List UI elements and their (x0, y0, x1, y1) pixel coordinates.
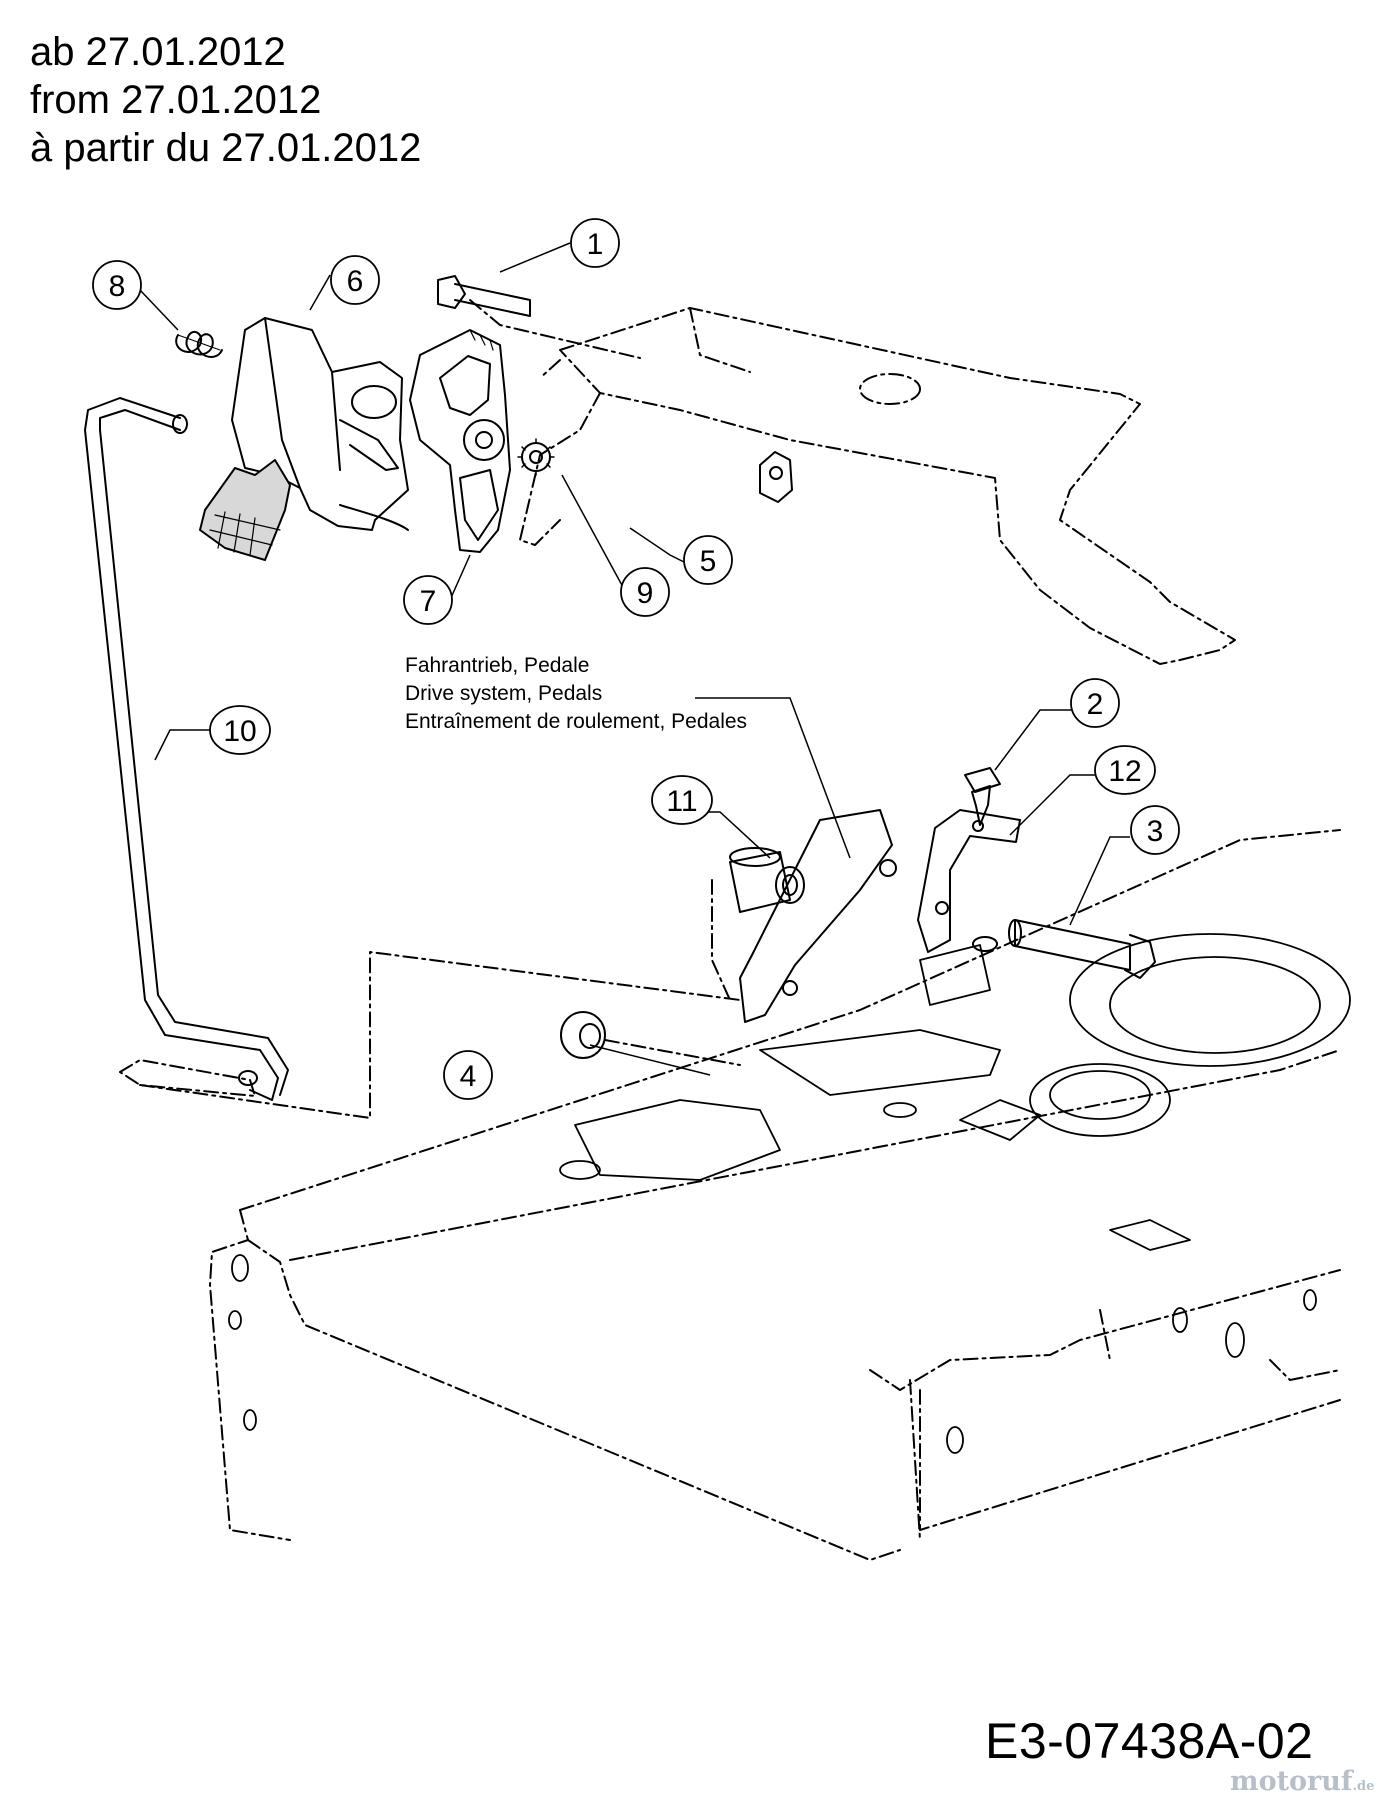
assembly-line-ghost (139, 951, 741, 1119)
small-washer (972, 936, 998, 952)
part-bolt-2 (964, 767, 1001, 826)
part-washer-4 (560, 1011, 741, 1066)
part-bolt-1 (437, 275, 641, 359)
part-gear-9 (517, 438, 555, 476)
part-sleeve-11 (711, 847, 805, 1001)
part-rod-10 (84, 397, 289, 1101)
leader-lines (139, 242, 1130, 1076)
callout-11: 11 (651, 775, 713, 825)
part-spring-8 (175, 330, 223, 358)
reference-note-german: Fahrantrieb, Pedale (405, 654, 590, 677)
callout-3-label: 3 (1147, 815, 1164, 848)
callout-5-label: 5 (700, 545, 717, 578)
callout-9: 9 (620, 567, 670, 617)
callout-8: 8 (92, 260, 142, 310)
date-line-english: from 27.01.2012 (30, 78, 322, 122)
chassis-frame (209, 829, 1341, 1561)
rod-guide-ghost (119, 1059, 256, 1097)
chassis-holes (228, 933, 1351, 1454)
reference-note-english: Drive system, Pedals (405, 682, 603, 705)
callout-12: 12 (1094, 745, 1156, 795)
callout-6: 6 (330, 255, 380, 305)
callout-11-label: 11 (666, 785, 697, 818)
callout-2: 2 (1070, 678, 1120, 728)
callout-2-label: 2 (1087, 688, 1104, 721)
part-pin-3 (1008, 919, 1156, 979)
part-ratchet-plate-7 (409, 329, 511, 553)
callout-3: 3 (1130, 805, 1180, 855)
brand-name: motoruf (1230, 1766, 1353, 1797)
callout-7-label: 7 (420, 585, 437, 618)
part-bracket-12 (917, 809, 1021, 953)
callouts: 1 2 3 4 5 6 7 8 9 10 11 12 (92, 218, 1180, 1100)
callout-9-label: 9 (637, 577, 654, 610)
date-line-french: à partir du 27.01.2012 (30, 126, 422, 170)
brand-tld: .de (1352, 1779, 1375, 1794)
callout-1-label: 1 (587, 228, 604, 261)
callout-4: 4 (443, 1050, 493, 1100)
date-line-german: ab 27.01.2012 (30, 30, 286, 74)
document-id: E3-07438A-02 (985, 1713, 1314, 1769)
callout-12-label: 12 (1108, 755, 1141, 788)
reference-note-french: Entraînement de roulement, Pedales (405, 710, 748, 733)
pedal-arm (739, 809, 897, 1023)
part-lever-housing-6 (199, 317, 409, 561)
callout-4-label: 4 (460, 1060, 477, 1093)
part-tab-5 (759, 451, 793, 503)
callout-5: 5 (683, 535, 733, 585)
callout-10-label: 10 (223, 715, 256, 748)
callout-10: 10 (209, 705, 271, 755)
callout-1: 1 (570, 218, 620, 268)
callout-6-label: 6 (347, 265, 364, 298)
upper-bracket (519, 307, 1236, 665)
callout-7: 7 (403, 575, 453, 625)
callout-8-label: 8 (109, 270, 126, 303)
brand-watermark: motoruf.de (1230, 1766, 1374, 1797)
